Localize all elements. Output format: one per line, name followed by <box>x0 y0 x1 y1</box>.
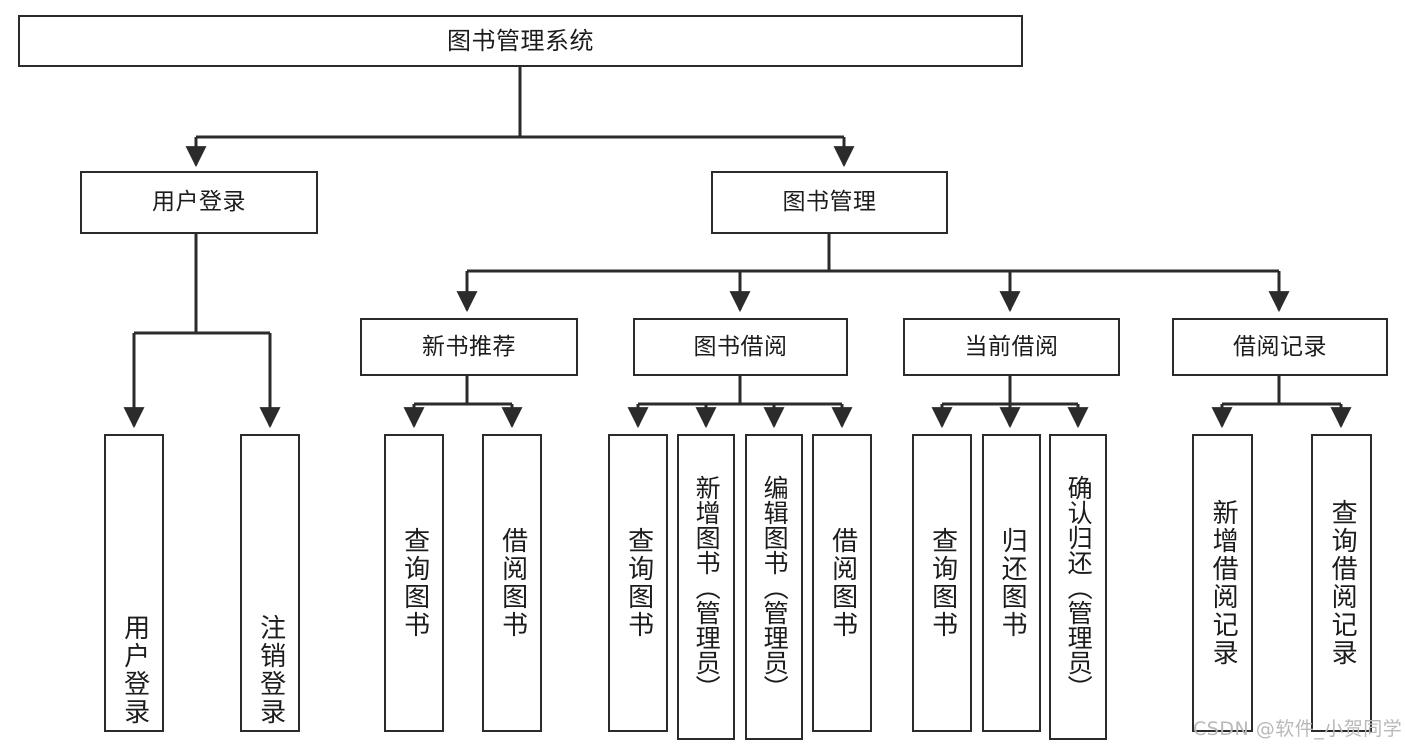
node-leaf-query-borrow-record[interactable]: 查询借阅记录 <box>1311 434 1372 732</box>
node-leaf-edit-book-admin-label: 编辑图书（管理员） <box>760 474 790 700</box>
node-leaf-return-book[interactable]: 归还图书 <box>982 434 1041 732</box>
node-leaf-logout-login[interactable]: 注销登录 <box>240 434 300 732</box>
node-leaf-return-book-label: 归还图书 <box>997 527 1028 639</box>
node-book-management[interactable]: 图书管理 <box>711 171 948 234</box>
node-leaf-add-borrow-record-label: 新增借阅记录 <box>1208 499 1239 667</box>
node-leaf-user-login[interactable]: 用户登录 <box>104 434 164 732</box>
node-current-borrow[interactable]: 当前借阅 <box>903 318 1120 376</box>
node-book-borrow-label: 图书借阅 <box>693 333 788 360</box>
node-leaf-query-book-2[interactable]: 查询图书 <box>608 434 668 732</box>
node-leaf-query-book-1[interactable]: 查询图书 <box>384 434 444 732</box>
node-leaf-edit-book-admin[interactable]: 编辑图书（管理员） <box>745 434 803 740</box>
node-leaf-query-book-1-label: 查询图书 <box>399 527 430 639</box>
node-current-borrow-label: 当前借阅 <box>964 333 1059 360</box>
node-leaf-query-book-2-label: 查询图书 <box>623 527 654 639</box>
node-leaf-logout-login-label: 注销登录 <box>255 614 286 726</box>
node-book-borrow[interactable]: 图书借阅 <box>633 318 848 376</box>
node-root[interactable]: 图书管理系统 <box>18 15 1023 67</box>
node-new-book-recommend[interactable]: 新书推荐 <box>360 318 578 376</box>
node-leaf-confirm-return-admin-label: 确认归还（管理员） <box>1064 474 1094 700</box>
node-leaf-add-book-admin[interactable]: 新增图书（管理员） <box>677 434 735 740</box>
node-leaf-borrow-book-1-label: 借阅图书 <box>497 527 528 639</box>
node-leaf-query-book-3-label: 查询图书 <box>927 527 958 639</box>
node-leaf-user-login-label: 用户登录 <box>119 614 150 726</box>
node-leaf-borrow-book-2[interactable]: 借阅图书 <box>812 434 872 732</box>
node-leaf-confirm-return-admin[interactable]: 确认归还（管理员） <box>1049 434 1107 740</box>
node-leaf-borrow-book-1[interactable]: 借阅图书 <box>482 434 542 732</box>
node-leaf-add-borrow-record[interactable]: 新增借阅记录 <box>1192 434 1253 732</box>
node-root-label: 图书管理系统 <box>447 27 594 55</box>
node-user-login-label: 用户登录 <box>152 189 246 215</box>
node-new-book-recommend-label: 新书推荐 <box>422 333 516 360</box>
watermark: CSDN @软件_小贺同学 <box>1193 718 1403 740</box>
node-borrow-record-label: 借阅记录 <box>1233 333 1327 360</box>
node-borrow-record[interactable]: 借阅记录 <box>1172 318 1388 376</box>
node-book-management-label: 图书管理 <box>782 189 877 215</box>
node-leaf-query-borrow-record-label: 查询借阅记录 <box>1327 499 1358 667</box>
node-leaf-add-book-admin-label: 新增图书（管理员） <box>692 474 722 700</box>
node-leaf-borrow-book-2-label: 借阅图书 <box>827 527 858 639</box>
node-user-login[interactable]: 用户登录 <box>80 171 318 234</box>
node-leaf-query-book-3[interactable]: 查询图书 <box>912 434 972 732</box>
